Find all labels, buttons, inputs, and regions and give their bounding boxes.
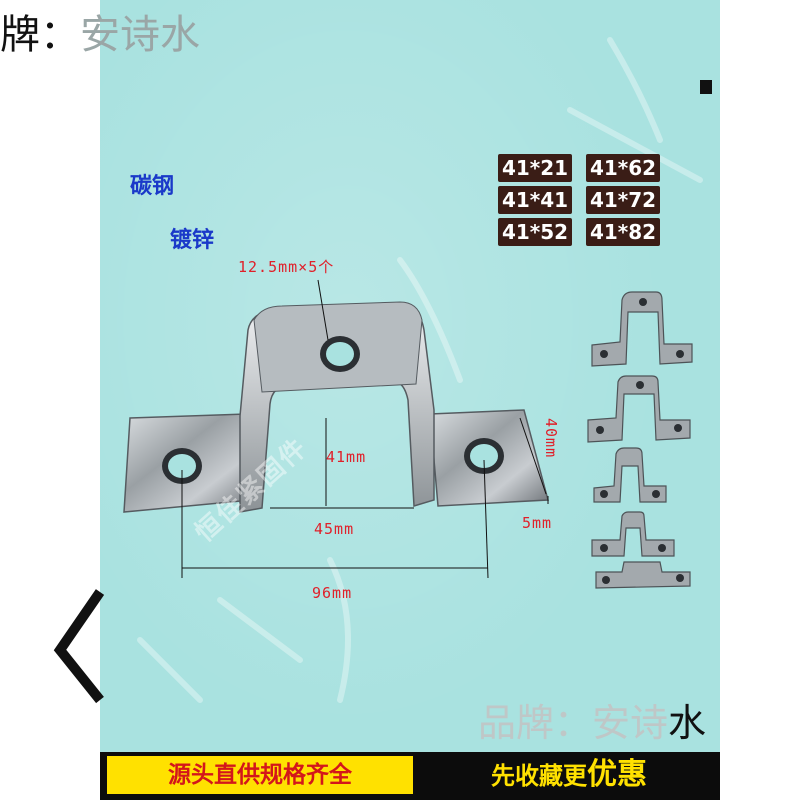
spec-tag: 41*82 (586, 218, 660, 246)
dimension-total-width-label: 96mm (312, 584, 353, 602)
dimension-thickness-label: 5mm (522, 514, 553, 532)
brand-name: 安诗水 (80, 12, 200, 58)
brand-header: 牌：安诗水 (0, 2, 200, 60)
spec-tag: 41*21 (498, 154, 572, 182)
brand-footer-name-dark: 水 (668, 701, 707, 745)
material-galvanized: 镀锌 (170, 228, 215, 253)
dimension-depth-label: 40mm (542, 418, 560, 459)
background-watermark-strokes (137, 37, 703, 703)
material-carbon-steel: 碳钢 (130, 174, 175, 199)
dimension-height-label: 41mm (326, 448, 367, 466)
spec-tag: 41*72 (586, 186, 660, 214)
brand-footer: 品牌：安诗水 (478, 692, 706, 747)
banner-favorite-promo: 先收藏更优惠 (438, 752, 700, 798)
brand-footer-label: 品牌： (478, 701, 593, 745)
banner-slogan: 源头直供规格齐全 (107, 756, 413, 794)
brand-footer-name-faint: 安诗 (592, 701, 669, 745)
dimension-inner-width-label: 45mm (314, 520, 355, 538)
spec-tag: 41*41 (498, 186, 572, 214)
banner-promo-emphasis: 优惠 (587, 757, 647, 792)
brand-dot (700, 80, 712, 94)
banner-promo-prefix: 先收藏更 (491, 762, 587, 790)
spec-tag: 41*52 (498, 218, 572, 246)
dimension-hole-label: 12.5mm×5个 (238, 258, 335, 276)
spec-tag: 41*62 (586, 154, 660, 182)
brand-label: 牌： (0, 12, 80, 58)
